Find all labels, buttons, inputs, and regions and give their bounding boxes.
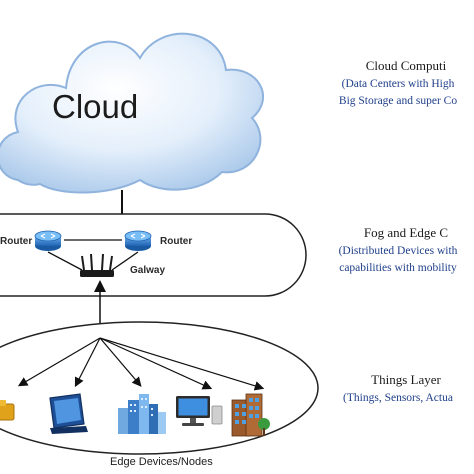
router-icon	[34, 230, 62, 251]
edge-devices-label: Edge Devices/Nodes	[110, 456, 213, 468]
fog-layer-title: Fog and Edge C	[363, 225, 449, 240]
city-buildings-icon	[118, 394, 166, 434]
cloud-layer-title: Cloud Computi	[365, 58, 447, 73]
things-layer-desc-line1: (Things, Sensors, Actua	[343, 392, 453, 404]
gateway-label: Galway	[130, 265, 166, 276]
tablet-icon	[49, 393, 88, 434]
router-icon	[124, 230, 152, 251]
office-building-icon	[231, 393, 270, 437]
device-arrows	[17, 337, 265, 391]
cloud-layer-desc-line2: Big Storage and super Co	[338, 95, 458, 107]
things-layer-boundary	[0, 321, 319, 455]
fog-layer-boundary	[0, 213, 307, 297]
router-gateway-link	[47, 251, 83, 271]
cloud-layer-desc-line1: (Data Centers with High	[341, 78, 455, 90]
cloud-label: Cloud	[52, 88, 139, 125]
cloud-icon	[0, 32, 264, 194]
router-left-label: Router	[0, 236, 33, 247]
folder-icon	[0, 400, 15, 421]
fog-layer-desc-line2: capabilities with mobility	[339, 262, 457, 274]
router-right-label: Router	[160, 236, 193, 247]
wifi-gateway-icon	[80, 253, 114, 277]
things-layer-title: Things Layer	[371, 372, 441, 387]
fog-layer-desc-line1: (Distributed Devices with	[338, 245, 458, 257]
router-gateway-link	[111, 251, 139, 271]
desktop-computer-icon	[176, 396, 223, 426]
